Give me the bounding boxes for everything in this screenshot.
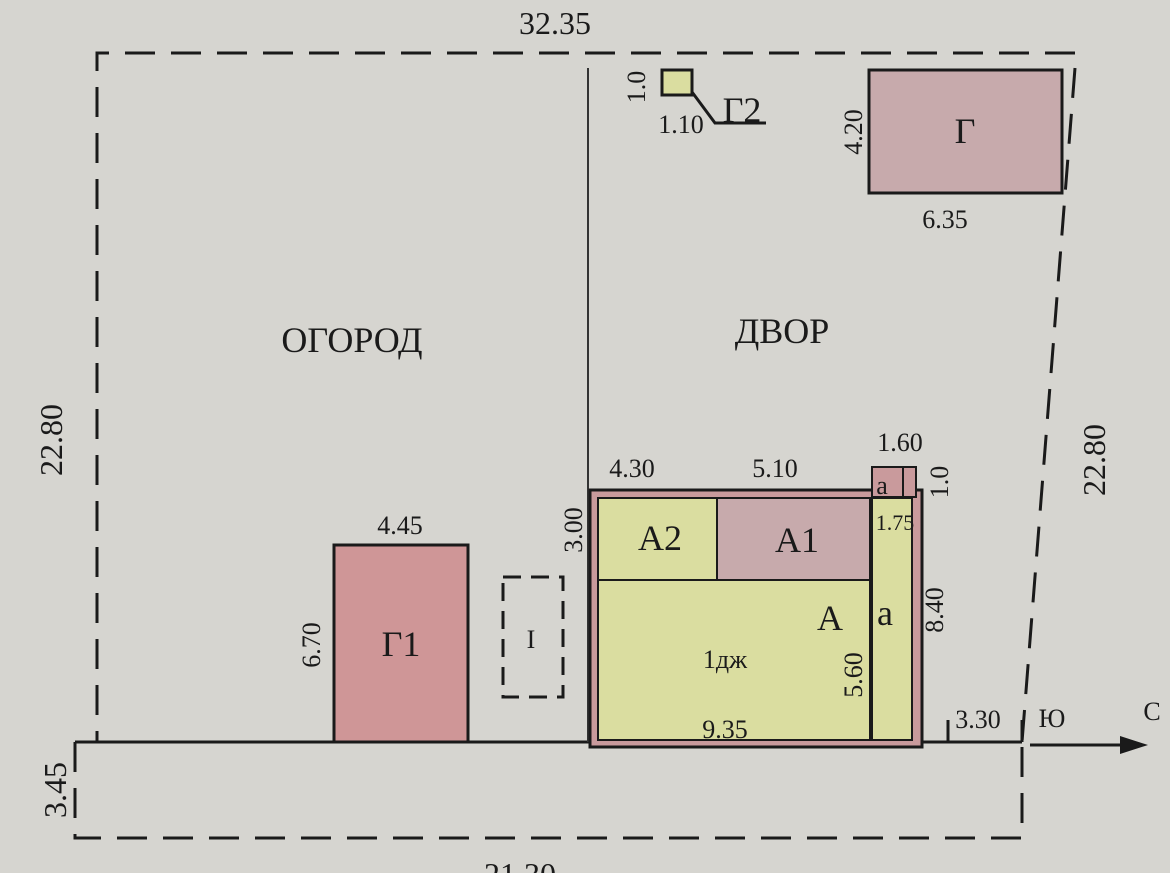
g-height: 4.20 bbox=[839, 109, 868, 155]
house-a-label: А bbox=[817, 598, 843, 638]
porch-label: а bbox=[876, 471, 888, 500]
building-g1-label: Г1 bbox=[382, 624, 421, 664]
zone-yard-label: ДВОР bbox=[735, 311, 830, 351]
g2-height: 1.0 bbox=[622, 71, 651, 104]
dim-total-width: 9.35 bbox=[702, 715, 748, 744]
house-a1-label: А1 bbox=[775, 520, 819, 560]
dim-offset: 3.30 bbox=[955, 705, 1001, 734]
house-a2 bbox=[597, 497, 718, 581]
g2-width: 1.10 bbox=[658, 110, 704, 139]
house-a bbox=[597, 579, 871, 741]
house-porch bbox=[871, 466, 917, 498]
structure-i-label: I bbox=[527, 625, 536, 654]
building-g2 bbox=[660, 68, 694, 97]
house-a1 bbox=[716, 497, 871, 581]
dim-a-side-width: 1.75 bbox=[876, 510, 915, 535]
building-g1 bbox=[332, 543, 470, 744]
dim-bottom: 21.30 bbox=[484, 856, 556, 873]
house-a-ext-label: а bbox=[877, 593, 893, 633]
dim-porch-width: 1.60 bbox=[877, 428, 923, 457]
street-strip-boundary bbox=[73, 742, 1024, 840]
g1-width: 4.45 bbox=[377, 511, 423, 540]
g1-height: 6.70 bbox=[297, 622, 326, 668]
dim-a2-width: 4.30 bbox=[609, 454, 655, 483]
compass-south: Ю bbox=[1039, 704, 1066, 733]
plot-boundary-top-left bbox=[95, 51, 1075, 742]
building-g2-label: Г2 bbox=[723, 90, 762, 130]
building-g-label: Г bbox=[955, 111, 976, 151]
zone-garden-label: ОГОРОД bbox=[281, 320, 422, 360]
dim-a2-height: 3.00 bbox=[559, 507, 588, 553]
g-width: 6.35 bbox=[922, 205, 968, 234]
g2-leader-line bbox=[690, 91, 766, 125]
dim-strip: 3.45 bbox=[37, 762, 73, 818]
dim-total-height: 8.40 bbox=[920, 587, 949, 633]
dim-left: 22.80 bbox=[33, 404, 69, 476]
dim-right: 22.80 bbox=[1076, 424, 1112, 496]
structure-i bbox=[501, 575, 565, 699]
dim-top: 32.35 bbox=[519, 5, 591, 41]
house-a2-label: А2 bbox=[638, 518, 682, 558]
building-g bbox=[867, 68, 1064, 195]
room-label: 1дж bbox=[703, 645, 748, 674]
dim-porch-height: 1.0 bbox=[925, 466, 954, 499]
house-a-extension bbox=[871, 497, 913, 741]
dim-a-height: 5.60 bbox=[839, 652, 868, 698]
compass-north: С bbox=[1143, 697, 1160, 726]
dim-a1-width: 5.10 bbox=[752, 454, 798, 483]
north-arrow-head bbox=[1120, 736, 1148, 754]
plot-boundary-right bbox=[1020, 67, 1077, 743]
